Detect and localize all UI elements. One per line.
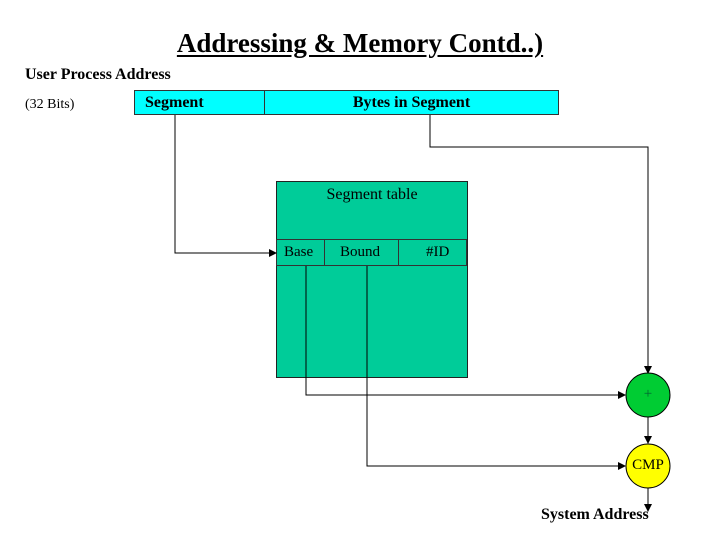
- compare-circle: [625, 443, 671, 489]
- segment-to-table-arrow: [174, 115, 277, 257]
- address-bytes-label: Bytes in Segment: [352, 94, 471, 111]
- address-segment-label: Segment: [145, 94, 204, 111]
- compare-label: CMP: [632, 457, 664, 473]
- segment-table-id-cell: [398, 239, 467, 266]
- adder-circle: [625, 372, 671, 418]
- column-bound-label: Bound: [340, 244, 381, 260]
- column-base-label: Base: [284, 244, 314, 260]
- segment-table-bound-cell: [324, 239, 399, 266]
- adder-label: +: [643, 386, 653, 402]
- segment-table: [276, 181, 468, 378]
- segment-table-title: Segment table: [326, 186, 418, 203]
- address-width-label: (32 Bits): [25, 97, 75, 112]
- user-process-address-label: User Process Address: [25, 66, 171, 83]
- segment-table-base-cell: [276, 239, 325, 266]
- address-bytes-field: [264, 90, 559, 115]
- system-address-label: System Address: [541, 506, 649, 523]
- address-segment-field: [134, 90, 265, 115]
- column-id-label: #ID: [426, 244, 450, 260]
- offset-to-adder-arrow: [429, 115, 652, 374]
- page-title: Addressing & Memory Contd..): [176, 28, 544, 58]
- base-to-adder-arrow: [305, 266, 626, 399]
- bound-to-compare-arrow: [366, 266, 626, 470]
